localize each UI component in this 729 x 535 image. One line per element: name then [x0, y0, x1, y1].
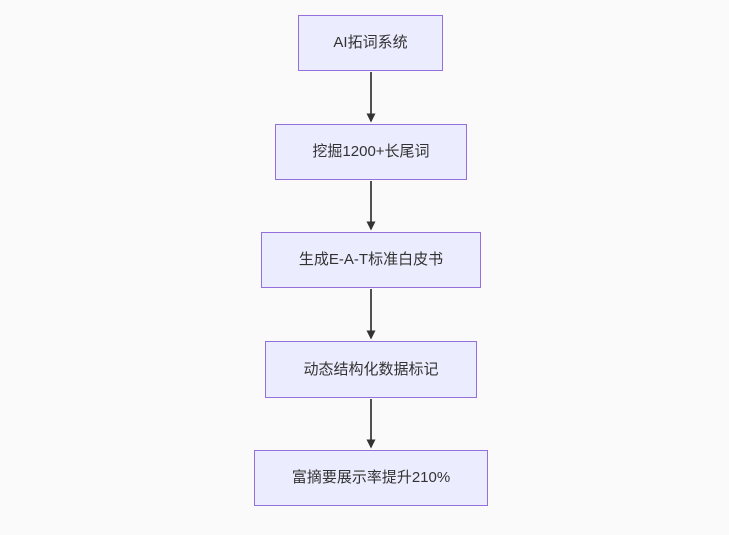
flowchart-node-longtail-mining: 挖掘1200+长尾词	[275, 124, 467, 180]
flowchart-node-ai-keyword-system: AI拓词系统	[298, 15, 443, 71]
flowchart-node-structured-data-markup: 动态结构化数据标记	[265, 341, 477, 398]
flowchart-node-label: AI拓词系统	[333, 34, 408, 51]
flowchart-node-label: 挖掘1200+长尾词	[312, 143, 430, 160]
flowchart-node-label: 动态结构化数据标记	[303, 360, 439, 378]
flowchart-node-eat-whitepaper: 生成E-A-T标准白皮书	[261, 232, 481, 288]
flowchart-node-label: 生成E-A-T标准白皮书	[298, 251, 444, 268]
flowchart-node-rich-snippet-result: 富摘要展示率提升210%	[254, 450, 488, 506]
flowchart-node-label: 富摘要展示率提升210%	[291, 469, 451, 486]
